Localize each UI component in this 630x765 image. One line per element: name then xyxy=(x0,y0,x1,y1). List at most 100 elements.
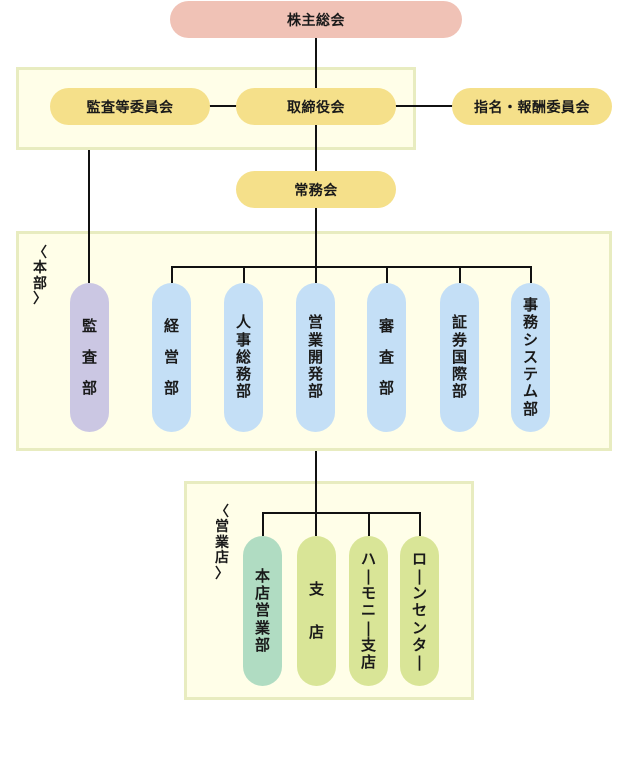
board-of-directors-label: 取締役会 xyxy=(287,99,345,116)
dept-char: 務 xyxy=(522,313,538,332)
branches-bar xyxy=(262,512,421,514)
branch-char: 支 xyxy=(308,579,324,598)
branch-char: 営 xyxy=(254,601,270,620)
dept-char: ス xyxy=(522,347,538,366)
connector-board-nomination xyxy=(395,105,453,107)
label-bracket-open: 〈 xyxy=(215,504,229,520)
executive-committee-label: 常務会 xyxy=(294,182,338,199)
dept-char: 営 xyxy=(163,347,179,366)
dept-char: 審 xyxy=(378,316,394,335)
connector-board-executive xyxy=(315,125,317,171)
hq-drop-6 xyxy=(530,266,532,283)
dept-char: 部 xyxy=(522,399,538,418)
dept-operations-systems[interactable]: 事 務 シ ス テ ム 部 xyxy=(511,283,550,432)
dept-char: 証 xyxy=(451,313,467,332)
hq-drop-4 xyxy=(386,266,388,283)
branches-section-label: 〈 営 業 店 〉 xyxy=(212,504,232,582)
branch-char: 本 xyxy=(254,566,270,585)
dept-char: 事 xyxy=(522,296,538,315)
dept-char: 人 xyxy=(235,313,251,332)
branch-char: | xyxy=(416,566,423,585)
branch-char: 店 xyxy=(360,653,376,672)
branch-char: ロ xyxy=(411,549,427,568)
connector-executive-hq xyxy=(315,208,317,268)
branch-char: 部 xyxy=(254,635,270,654)
dept-char: 部 xyxy=(451,382,467,401)
dept-char: 監 xyxy=(81,316,97,335)
dept-char: 経 xyxy=(163,316,179,335)
label-bracket-close: 〉 xyxy=(215,565,229,582)
connector-audit-committee-audit-dept xyxy=(88,150,90,283)
branch-char: | xyxy=(416,653,423,672)
branch-drop-1 xyxy=(262,512,264,536)
branch-char: モ xyxy=(360,584,376,603)
shareholders-meeting-node[interactable]: 株主総会 xyxy=(170,1,462,38)
dept-credit-review[interactable]: 審 査 部 xyxy=(367,283,406,432)
dept-char: 営 xyxy=(307,313,323,332)
hq-drop-1 xyxy=(171,266,173,283)
branch-char: ニ xyxy=(360,601,376,620)
audit-committee-node[interactable]: 監査等委員会 xyxy=(50,88,210,125)
dept-char: 部 xyxy=(378,379,394,398)
branch-main-office[interactable]: 本 店 営 業 部 xyxy=(243,536,282,686)
connector-hq-branches xyxy=(315,451,317,536)
board-of-directors-node[interactable]: 取締役会 xyxy=(236,88,396,125)
executive-committee-node[interactable]: 常務会 xyxy=(236,171,396,208)
label-char: 店 xyxy=(215,550,229,567)
dept-business-development[interactable]: 営 業 開 発 部 xyxy=(296,283,335,432)
dept-char: シ xyxy=(522,330,538,349)
branch-char: ン xyxy=(411,584,427,603)
label-char: 本 xyxy=(33,260,47,277)
hq-branch-bar xyxy=(171,266,532,268)
branch-char: ハ xyxy=(360,549,376,568)
branch-drop-4 xyxy=(419,512,421,536)
dept-char: 開 xyxy=(307,347,323,366)
branch-loan-center[interactable]: ロ | ン セ ン タ | xyxy=(400,536,439,686)
dept-char: 事 xyxy=(235,330,251,349)
branch-branches[interactable]: 支 店 xyxy=(297,536,336,686)
branch-char: 店 xyxy=(308,623,324,641)
dept-char: 査 xyxy=(81,347,97,366)
branch-char: 店 xyxy=(254,584,270,603)
dept-char: 発 xyxy=(307,365,323,384)
label-char: 営 xyxy=(215,519,229,536)
dept-char: 総 xyxy=(235,347,251,366)
dept-char: テ xyxy=(522,365,538,384)
branch-char: ン xyxy=(411,618,427,637)
dept-char: 部 xyxy=(307,382,323,401)
dept-audit[interactable]: 監 査 部 xyxy=(70,283,109,432)
label-char: 部 xyxy=(33,275,47,292)
dept-char: 券 xyxy=(451,330,467,349)
connector-shareholders-board xyxy=(315,37,317,89)
branch-char: タ xyxy=(411,635,427,654)
branch-char: | xyxy=(365,618,372,637)
dept-management[interactable]: 経 営 部 xyxy=(152,283,191,432)
hq-drop-5 xyxy=(459,266,461,283)
branch-char: | xyxy=(365,566,372,585)
dept-securities-international[interactable]: 証 券 国 際 部 xyxy=(440,283,479,432)
headquarters-section-label: 〈 本 部 〉 xyxy=(30,245,50,308)
label-bracket-close: 〉 xyxy=(33,291,47,308)
branch-char: 支 xyxy=(360,635,376,654)
dept-char: 部 xyxy=(163,379,179,398)
dept-hr-general-affairs[interactable]: 人 事 総 務 部 xyxy=(224,283,263,432)
dept-char: ム xyxy=(522,382,538,401)
hq-drop-3 xyxy=(315,266,317,283)
dept-char: 際 xyxy=(451,365,467,384)
label-bracket-open: 〈 xyxy=(33,245,47,261)
branch-char: セ xyxy=(411,601,427,620)
dept-char: 部 xyxy=(81,379,97,398)
nomination-committee-label: 指名・報酬委員会 xyxy=(474,99,590,116)
branch-char: 業 xyxy=(254,618,270,637)
dept-char: 査 xyxy=(378,347,394,366)
nomination-committee-node[interactable]: 指名・報酬委員会 xyxy=(452,88,612,125)
dept-char: 部 xyxy=(235,382,251,401)
dept-char: 国 xyxy=(451,347,467,366)
hq-drop-2 xyxy=(243,266,245,283)
dept-char: 業 xyxy=(307,330,323,349)
branch-drop-3 xyxy=(368,512,370,536)
shareholders-meeting-label: 株主総会 xyxy=(287,12,345,29)
audit-committee-label: 監査等委員会 xyxy=(86,99,174,116)
dept-char: 務 xyxy=(235,365,251,384)
branch-harmony[interactable]: ハ | モ ニ | 支 店 xyxy=(349,536,388,686)
